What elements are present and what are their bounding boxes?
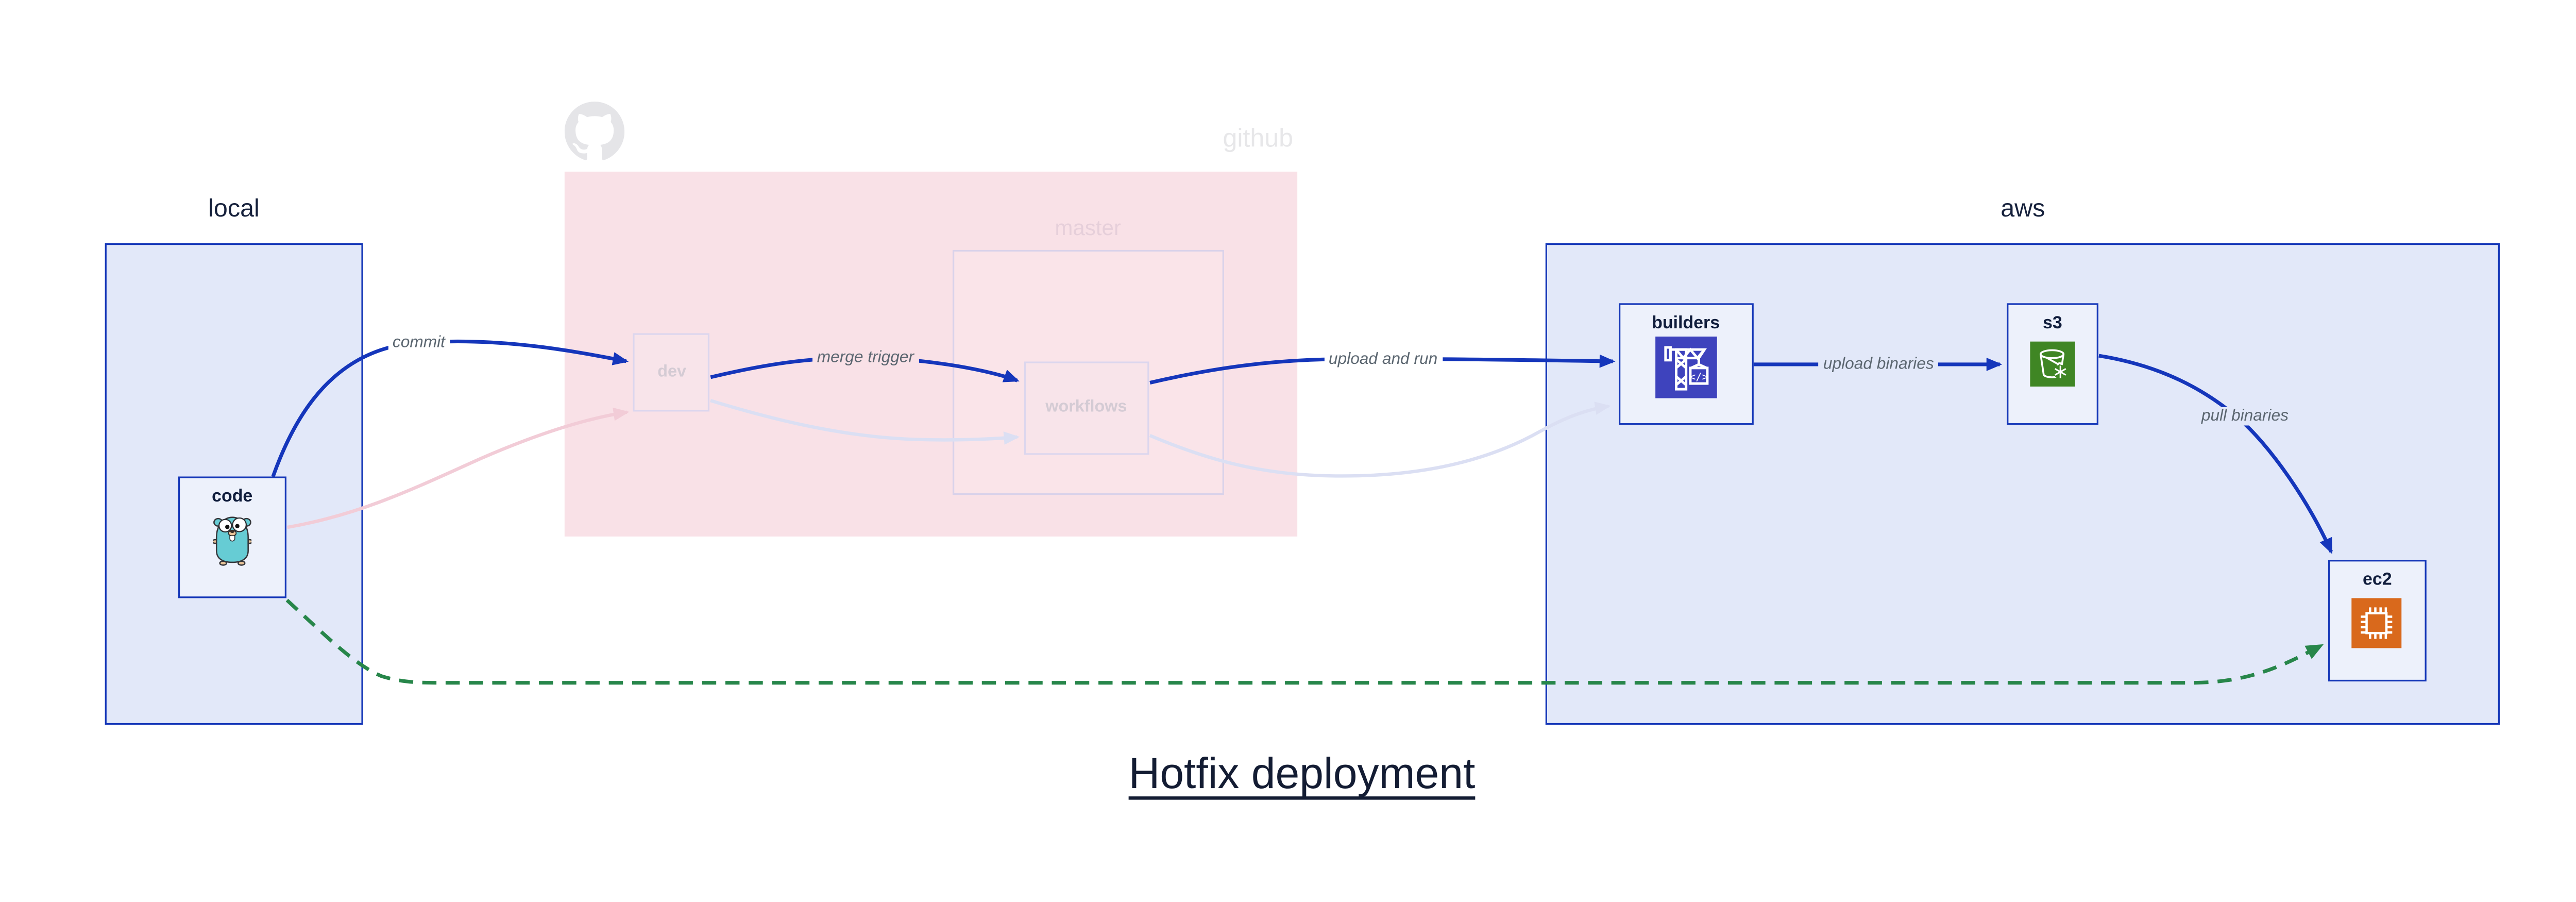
octocat-icon [564, 102, 625, 160]
node-code: code [177, 476, 287, 599]
edge-label-upload-and-run: upload and run [1324, 349, 1443, 369]
node-builders-label: builders [1652, 312, 1720, 332]
edge-faded-code-dev [287, 407, 630, 529]
cluster-aws-title: aws [2001, 195, 2045, 224]
ec2-chip-icon [2352, 598, 2402, 648]
node-ec2-label: ec2 [2363, 569, 2392, 589]
edge-faded-workflows-builders [1149, 402, 1611, 478]
edge-label-merge-trigger: merge trigger [812, 348, 919, 367]
cluster-github-title: github [1223, 125, 1293, 154]
node-dev-label: dev [657, 362, 686, 381]
node-s3: s3 [2006, 302, 2099, 424]
edge-label-commit: commit [387, 333, 450, 353]
node-code-label: code [212, 487, 253, 507]
node-workflows: workflows [1023, 361, 1149, 455]
cluster-local-title: local [208, 195, 260, 224]
cluster-master-title: master [1055, 214, 1121, 240]
node-builders: builders </> [1618, 302, 1753, 424]
edge-faded-dev-workflows [710, 398, 1020, 445]
node-ec2: ec2 [2328, 559, 2427, 681]
edge-label-pull-binaries: pull binaries [2196, 407, 2294, 426]
svg-text:</>: </> [1690, 371, 1709, 383]
s3-bucket-snowflake-icon [2030, 341, 2075, 387]
diagram-title: Hotfix deployment [1128, 748, 1476, 798]
node-s3-label: s3 [2042, 312, 2062, 332]
codebuild-crane-icon: </> [1655, 336, 1717, 398]
edge-commit [271, 339, 629, 477]
edge-code-ec2-dashed [285, 598, 2324, 685]
gopher-icon [213, 516, 251, 565]
edge-pull-binaries [2098, 354, 2333, 555]
node-workflows-label: workflows [1045, 398, 1127, 417]
node-dev: dev [633, 333, 710, 412]
edge-label-upload-binaries: upload binaries [1818, 355, 1939, 374]
